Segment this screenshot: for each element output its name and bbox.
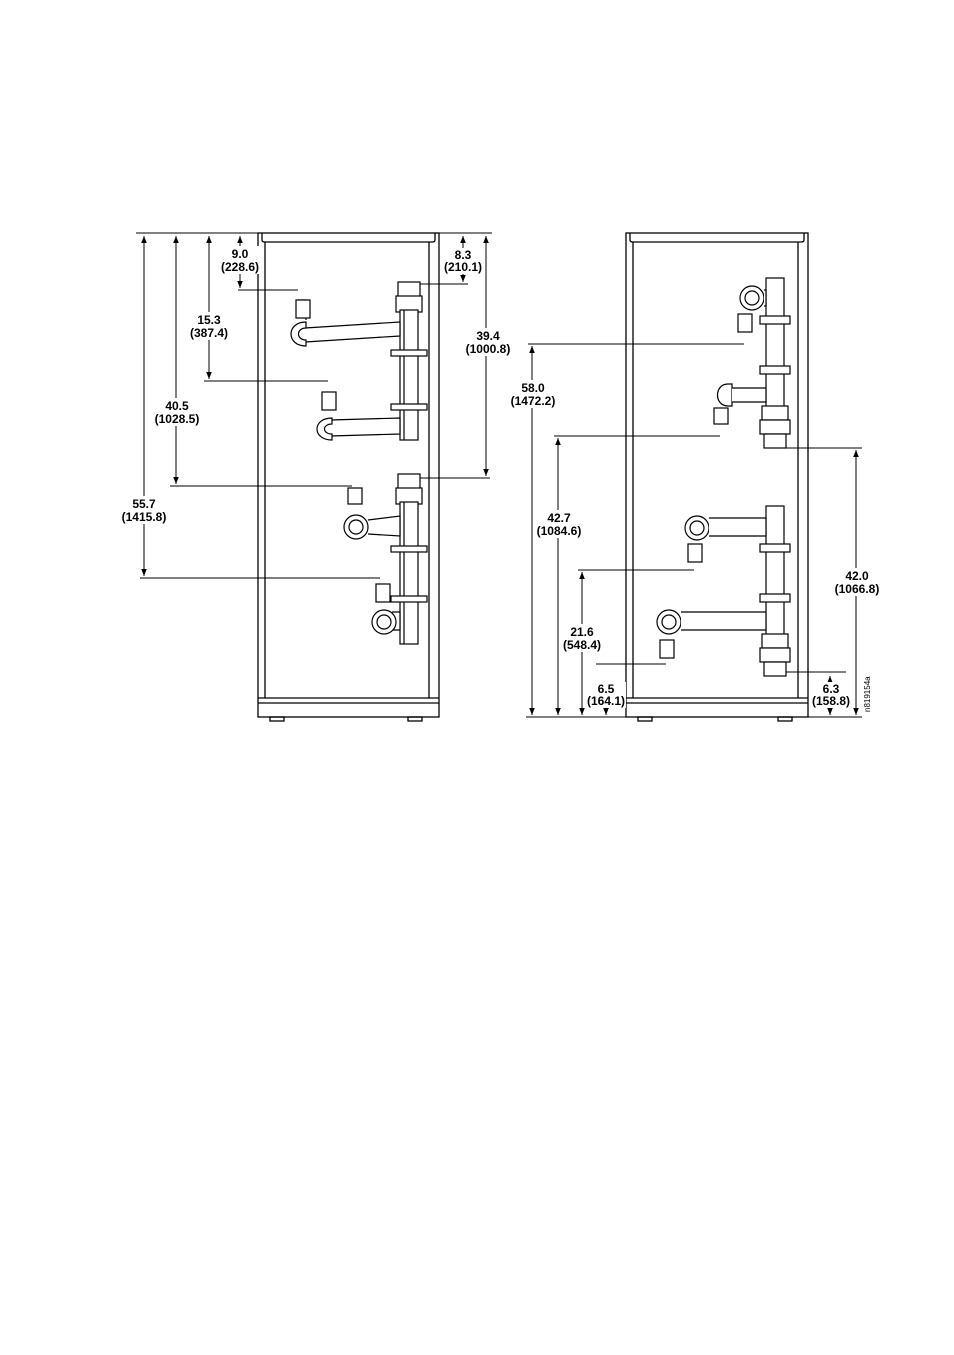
dim-42-0-metric: (1066.8) [835, 582, 880, 596]
dim-42-7-value: 42.7 [547, 511, 571, 525]
dim-8-3-metric: (210.1) [444, 260, 482, 274]
dim-15-3-metric: (387.4) [190, 326, 228, 340]
dim-39-4-value: 39.4 [476, 329, 500, 343]
dim-58-0-value: 58.0 [521, 381, 545, 395]
dim-9-0-value: 9.0 [232, 247, 249, 261]
dim-9-0-metric: (228.6) [221, 260, 259, 274]
left-dimension-labels: 9.0 (228.6) 15.3 (387.4) 40.5 (1028.5) 5… [118, 246, 512, 524]
dim-55-7-value: 55.7 [132, 497, 156, 511]
dim-40-5-metric: (1028.5) [155, 412, 200, 426]
dim-55-7-metric: (1415.8) [122, 510, 167, 524]
dim-21-6-metric: (548.4) [563, 638, 601, 652]
dim-6-5-metric: (164.1) [587, 694, 625, 708]
dim-42-7-metric: (1084.6) [537, 524, 582, 538]
right-piping [657, 278, 790, 676]
dim-58-0-metric: (1472.2) [511, 394, 556, 408]
dim-40-5-value: 40.5 [165, 399, 189, 413]
dim-6-3-metric: (158.8) [812, 694, 850, 708]
dim-42-0-value: 42.0 [845, 569, 869, 583]
left-piping [291, 282, 427, 644]
dim-15-3-value: 15.3 [197, 313, 221, 327]
figure-id: n819154a [863, 676, 872, 712]
dim-21-6-value: 21.6 [570, 625, 594, 639]
dim-39-4-metric: (1000.8) [466, 342, 511, 356]
